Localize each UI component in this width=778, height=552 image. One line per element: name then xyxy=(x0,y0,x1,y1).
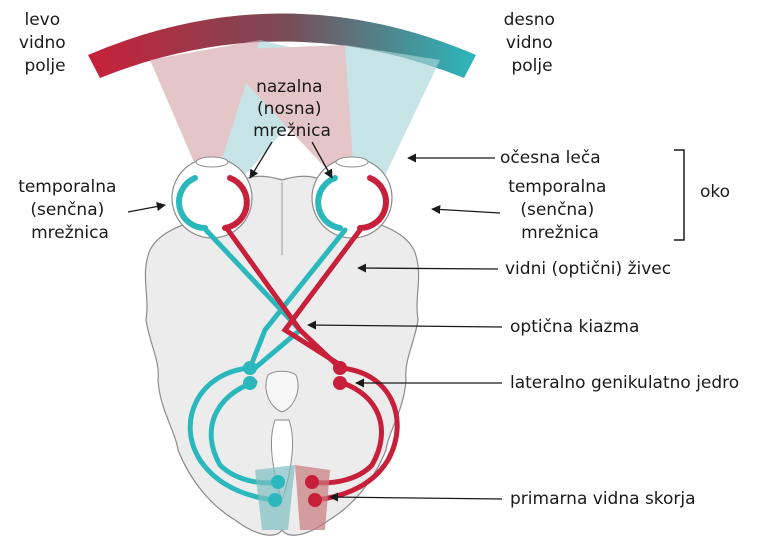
label-lgn: lateralno genikulatno jedro xyxy=(510,373,739,393)
label-temporal-retina-right: temporalna (senčna) mrežnica xyxy=(508,177,612,243)
eye-bracket xyxy=(674,150,684,240)
left-eye xyxy=(172,157,252,238)
cortex-right-node-2 xyxy=(308,493,322,507)
arrow-temporal-right xyxy=(432,209,500,213)
cortex-left-node-2 xyxy=(268,493,282,507)
label-lens: očesna leča xyxy=(500,148,601,168)
lgn-right-node-1 xyxy=(333,361,347,375)
lgn-left-node-2 xyxy=(243,376,257,390)
label-left-field: levo vidno polje xyxy=(19,10,71,76)
lgn-right-node-2 xyxy=(333,376,347,390)
label-eye: oko xyxy=(700,182,730,202)
label-nasal-retina: nazalna (nosna) mrežnica xyxy=(253,77,331,141)
cortex-right-node-1 xyxy=(305,475,319,489)
label-optic-nerve: vidni (optični) živec xyxy=(505,259,671,279)
cortex-left-node-1 xyxy=(271,475,285,489)
label-temporal-retina-left: temporalna (senčna) mrežnica xyxy=(18,177,122,243)
right-eye xyxy=(312,157,392,238)
arrow-temporal-left xyxy=(128,205,165,212)
label-visual-cortex: primarna vidna skorja xyxy=(510,489,696,509)
lgn-left-node-1 xyxy=(243,361,257,375)
label-right-field: desno vidno polje xyxy=(504,10,561,76)
label-chiasm: optična kiazma xyxy=(510,317,639,337)
